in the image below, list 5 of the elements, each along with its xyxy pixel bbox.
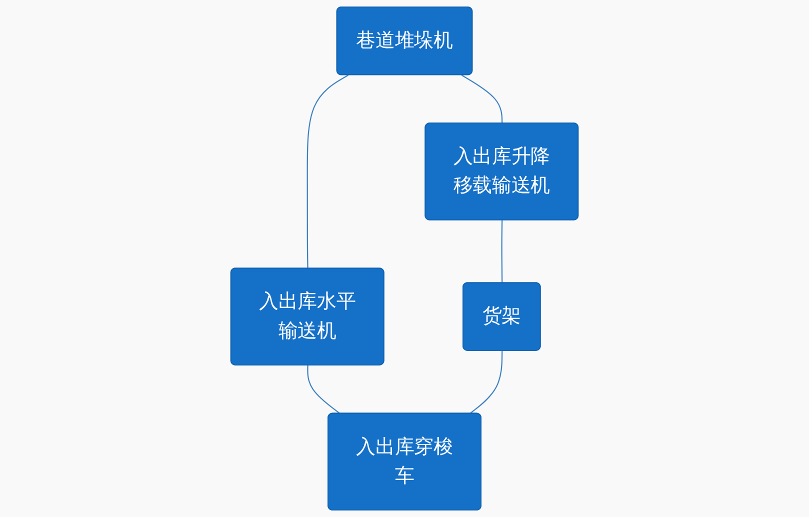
connector: [307, 365, 341, 414]
connector: [461, 74, 503, 124]
connector: [501, 220, 503, 284]
connector: [469, 350, 503, 414]
connector: [306, 74, 349, 269]
